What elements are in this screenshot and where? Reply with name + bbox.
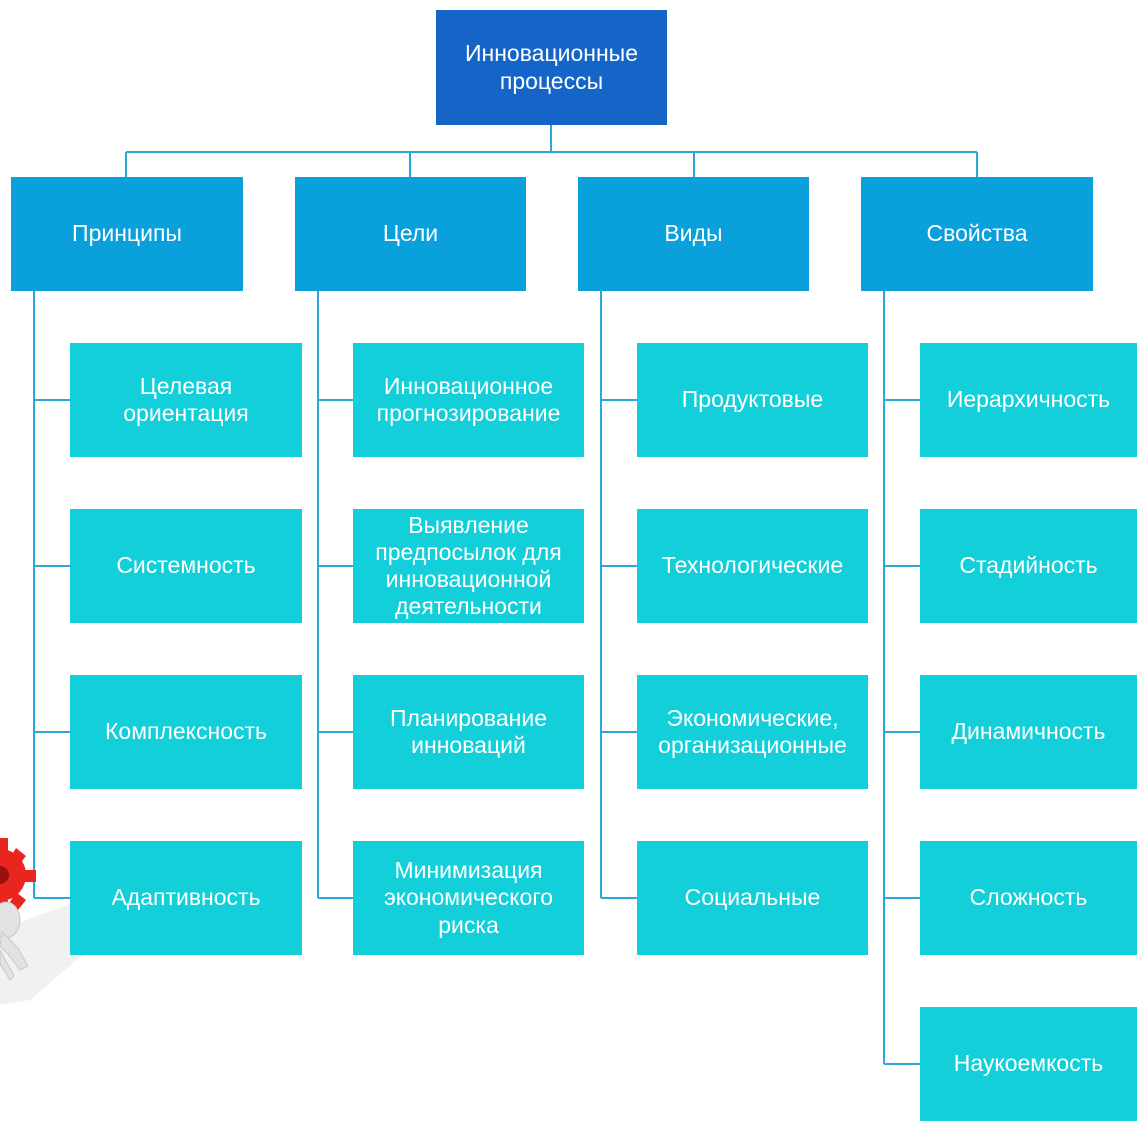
item-goals-1: Инновационное прогнозирование — [353, 343, 584, 457]
category-types: Виды — [578, 177, 809, 291]
item-goals-4: Минимизация экономического риска — [353, 841, 584, 955]
item-types-2: Технологические — [637, 509, 868, 623]
item-properties-3: Динамичность — [920, 675, 1137, 789]
root-node: Инновационные процессы — [436, 10, 667, 125]
item-goals-2: Выявление предпосылок для инновационной … — [353, 509, 584, 623]
item-types-4: Социальные — [637, 841, 868, 955]
category-goals: Цели — [295, 177, 526, 291]
item-principles-3: Комплексность — [70, 675, 302, 789]
item-types-1: Продуктовые — [637, 343, 868, 457]
item-properties-2: Стадийность — [920, 509, 1137, 623]
item-types-3: Экономические, организационные — [637, 675, 868, 789]
item-properties-4: Сложность — [920, 841, 1137, 955]
item-principles-4: Адаптивность — [70, 841, 302, 955]
item-goals-3: Планирование инноваций — [353, 675, 584, 789]
item-properties-5: Наукоемкость — [920, 1007, 1137, 1121]
category-properties: Свойства — [861, 177, 1093, 291]
category-principles: Принципы — [11, 177, 243, 291]
item-properties-1: Иерархичность — [920, 343, 1137, 457]
item-principles-1: Целевая ориентация — [70, 343, 302, 457]
item-principles-2: Системность — [70, 509, 302, 623]
